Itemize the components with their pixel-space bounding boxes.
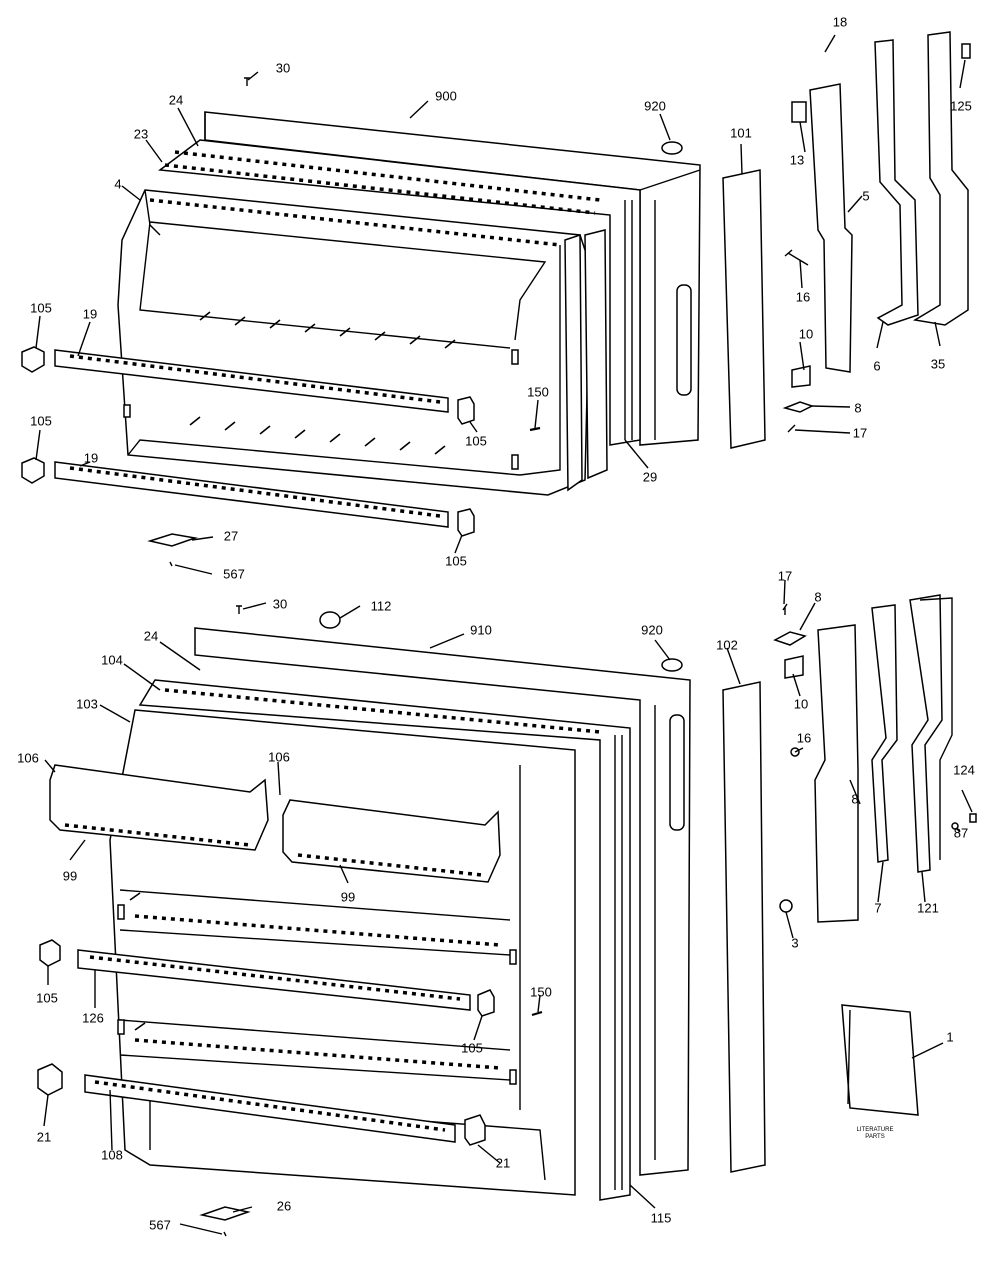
- label-part-30: 30: [275, 60, 291, 76]
- label-part-115: 115: [650, 1210, 672, 1226]
- upper-hinge-5: [809, 83, 853, 373]
- label-part-105: 105: [461, 1040, 483, 1056]
- label-part-5: 5: [862, 188, 870, 204]
- label-part-17: 17: [777, 568, 793, 584]
- label-part-121: 121: [917, 900, 939, 916]
- label-part-101: 101: [730, 125, 752, 141]
- label-part-150: 150: [530, 984, 552, 1000]
- label-part-105: 105: [465, 433, 487, 449]
- label-part-106: 106: [268, 749, 290, 765]
- label-part-24: 24: [168, 92, 184, 108]
- label-part-102: 102: [716, 637, 738, 653]
- label-part-21: 21: [36, 1129, 52, 1145]
- label-part-16: 16: [796, 730, 812, 746]
- literature-parts-booklet: [841, 1004, 919, 1116]
- label-part-1: 1: [946, 1029, 954, 1045]
- label-part-23: 23: [133, 126, 149, 142]
- label-part-13: 13: [789, 152, 805, 168]
- lower-door-rail-121: [909, 594, 943, 873]
- label-literature-parts: LITERATURE PARTS: [856, 1127, 894, 1140]
- label-part-126: 126: [82, 1010, 104, 1026]
- label-part-10: 10: [798, 326, 814, 342]
- lower-trim-strip: [722, 681, 766, 1173]
- label-part-7: 7: [874, 900, 882, 916]
- label-part-99: 99: [62, 868, 78, 884]
- upper-trim-strip: [722, 169, 766, 449]
- label-part-29: 29: [642, 469, 658, 485]
- label-part-19: 19: [82, 306, 98, 322]
- label-part-26: 26: [276, 1198, 292, 1214]
- label-part-920: 920: [641, 622, 663, 638]
- label-part-8: 8: [851, 791, 859, 807]
- label-part-105: 105: [445, 553, 467, 569]
- lower-end-cap-105-right: [477, 989, 495, 1017]
- label-part-920: 920: [644, 98, 666, 114]
- upper-door-rail-35: [912, 31, 969, 326]
- label-part-105: 105: [36, 990, 58, 1006]
- label-part-27: 27: [223, 528, 239, 544]
- label-part-124: 124: [953, 762, 975, 778]
- label-part-18: 18: [832, 14, 848, 30]
- label-part-35: 35: [930, 356, 946, 372]
- label-part-105: 105: [30, 300, 52, 316]
- upper-end-cap-left-2: [21, 457, 45, 484]
- upper-end-cap-right-1: [457, 396, 475, 425]
- leader-lines: [35, 34, 973, 1235]
- lower-end-cap-21-left: [37, 1063, 63, 1096]
- label-part-8: 8: [854, 400, 862, 416]
- lower-door-rail-7: [871, 604, 898, 863]
- label-part-99: 99: [340, 889, 356, 905]
- label-part-103: 103: [76, 696, 98, 712]
- label-part-150: 150: [527, 384, 549, 400]
- label-part-567: 567: [223, 566, 245, 582]
- label-part-108: 108: [101, 1147, 123, 1163]
- upper-door-assembly: [21, 31, 971, 567]
- upper-end-cap-left-1: [21, 346, 45, 373]
- label-part-19: 19: [83, 450, 99, 466]
- upper-end-cap-right-2: [457, 508, 475, 537]
- lower-end-cap-21-right: [464, 1114, 486, 1146]
- lower-outer-door-panel: [194, 627, 691, 1176]
- label-part-87: 87: [953, 825, 969, 841]
- label-part-3: 3: [791, 935, 799, 951]
- lower-door-assembly: [37, 594, 977, 1237]
- label-part-6: 6: [873, 358, 881, 374]
- lower-door-gasket: [138, 679, 631, 1201]
- label-part-4: 4: [114, 176, 122, 192]
- upper-door-liner: [117, 189, 591, 496]
- label-part-125: 125: [950, 98, 972, 114]
- lower-shelf-bar-126: [77, 949, 471, 1011]
- label-part-105: 105: [30, 413, 52, 429]
- label-part-10: 10: [793, 696, 809, 712]
- label-part-910: 910: [470, 622, 492, 638]
- upper-door-rail-6: [874, 39, 919, 326]
- label-part-900: 900: [435, 88, 457, 104]
- lower-end-cap-105-left: [39, 939, 61, 967]
- label-part-17: 17: [852, 425, 868, 441]
- label-part-106: 106: [17, 750, 39, 766]
- upper-door-gasket: [158, 139, 641, 446]
- label-part-8: 8: [814, 589, 822, 605]
- label-part-24: 24: [143, 628, 159, 644]
- label-part-16: 16: [795, 289, 811, 305]
- lower-hinge-8: [814, 624, 859, 923]
- label-part-30: 30: [272, 596, 288, 612]
- lower-door-bin-right: [282, 799, 501, 883]
- label-part-21: 21: [495, 1155, 511, 1171]
- label-part-104: 104: [101, 652, 123, 668]
- label-part-112: 112: [370, 598, 392, 614]
- label-part-567: 567: [149, 1217, 171, 1233]
